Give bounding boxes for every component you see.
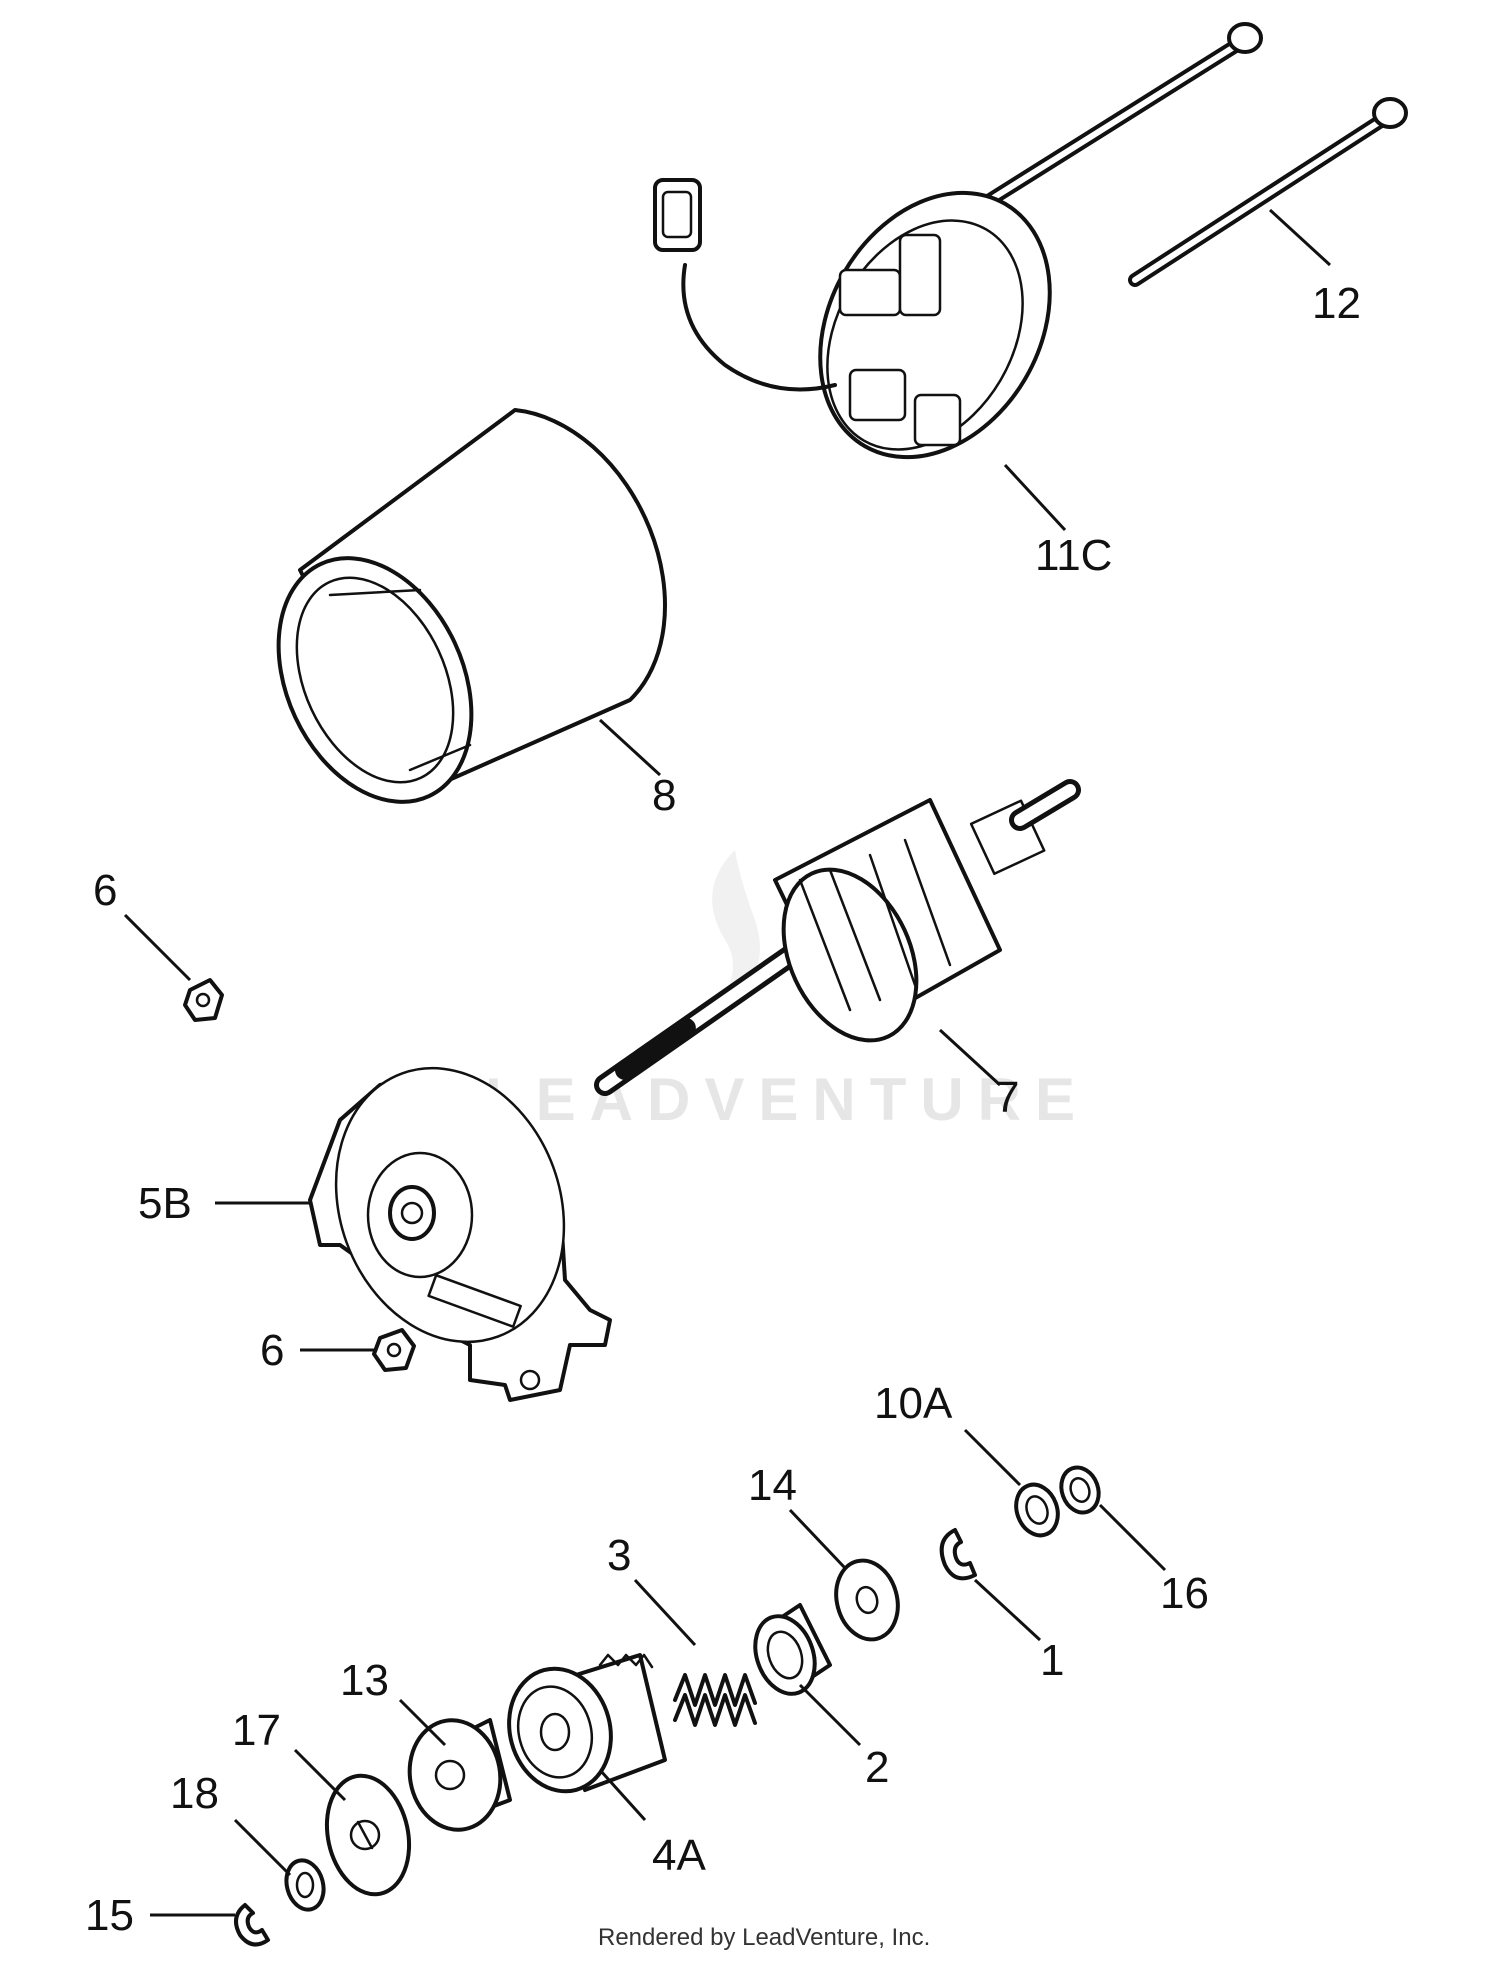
part-1-retaining-clip[interactable] <box>939 1528 977 1581</box>
label-2: 2 <box>865 1743 889 1792</box>
label-14: 14 <box>748 1461 797 1510</box>
label-10a: 10A <box>874 1379 953 1428</box>
label-15: 15 <box>85 1891 134 1940</box>
label-12: 12 <box>1312 279 1361 328</box>
part-7-armature[interactable] <box>594 779 1081 1096</box>
part-15-retaining-clip[interactable] <box>234 1903 270 1947</box>
leader-lines <box>123 208 1332 1917</box>
watermark-logo <box>712 850 760 1010</box>
part-12-through-bolts[interactable] <box>983 22 1408 287</box>
part-8-field-housing[interactable] <box>241 408 667 833</box>
part-2-spacer[interactable] <box>745 1603 832 1702</box>
part-10a-washer[interactable] <box>1009 1479 1064 1542</box>
label-6-lower: 6 <box>260 1326 284 1375</box>
part-6-nut-upper[interactable] <box>183 978 224 1022</box>
label-16: 16 <box>1160 1569 1209 1618</box>
part-3-spring[interactable] <box>673 1673 757 1727</box>
part-14-washer[interactable] <box>828 1554 907 1647</box>
label-7: 7 <box>995 1073 1019 1122</box>
part-18-washer[interactable] <box>281 1856 329 1914</box>
part-11c-end-cap[interactable] <box>653 151 1096 498</box>
part-17-dust-cover[interactable] <box>316 1768 419 1902</box>
label-1: 1 <box>1040 1636 1064 1685</box>
part-6-nut-lower[interactable] <box>372 1328 416 1372</box>
label-5b: 5B <box>138 1179 192 1228</box>
part-16-washer[interactable] <box>1055 1462 1105 1518</box>
label-8: 8 <box>652 771 676 820</box>
part-5b-drive-end-cap[interactable] <box>299 1036 612 1402</box>
label-4a: 4A <box>652 1831 706 1880</box>
label-18: 18 <box>170 1769 219 1818</box>
label-11c: 11C <box>1035 531 1112 580</box>
label-6-upper: 6 <box>93 866 117 915</box>
label-17: 17 <box>232 1706 281 1755</box>
label-3: 3 <box>607 1531 631 1580</box>
label-13: 13 <box>340 1656 389 1705</box>
credit-text: Rendered by LeadVenture, Inc. <box>598 1924 930 1951</box>
part-13-stop-collar[interactable] <box>401 1713 512 1837</box>
watermark-text: LEADVENTURE <box>485 1066 1089 1133</box>
part-4a-pinion-gear[interactable] <box>496 1653 667 1803</box>
